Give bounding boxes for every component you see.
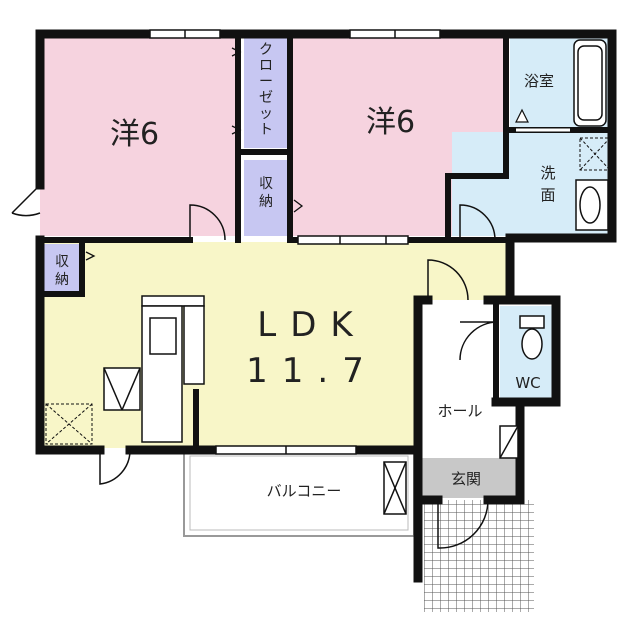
- bathroom-door-marker: [515, 108, 529, 123]
- svg-text:ー: ー: [259, 74, 273, 90]
- svg-text:収: 収: [55, 254, 69, 270]
- toilet-icon: [519, 315, 545, 360]
- ldk-label: LDK: [257, 305, 366, 345]
- closet-floor: [244, 36, 288, 148]
- svg-text:収: 収: [259, 176, 273, 192]
- western-room-left-label: 洋6: [110, 117, 159, 152]
- closet-label: ク ロ ー ゼ ッ ト: [259, 42, 273, 138]
- closet-door-markers: [85, 47, 304, 261]
- entrance-floor: [418, 458, 518, 498]
- shoe-cabinet-icon: [499, 425, 519, 459]
- western-room-right-label: 洋6: [366, 105, 415, 140]
- wash-basin-icon: [575, 179, 609, 231]
- outdoor-unit-icon: [383, 461, 407, 515]
- windows: [149, 29, 441, 455]
- storage-box-icon: [45, 403, 93, 445]
- svg-text:ク: ク: [259, 42, 273, 58]
- hall-label: ホール: [437, 402, 482, 420]
- bathroom-label: 浴室: [524, 72, 554, 90]
- toilet-label: WC: [515, 374, 540, 392]
- refrigerator-space-icon: [103, 367, 141, 411]
- svg-text:洗: 洗: [540, 164, 555, 182]
- balcony-label: バルコニー: [267, 482, 342, 500]
- balcony-inner: [189, 455, 409, 531]
- svg-text:面: 面: [540, 186, 555, 204]
- ldk-size-label: 11.7: [246, 351, 378, 391]
- washing-machine-space-icon: [579, 137, 611, 171]
- bathtub-icon: [573, 39, 607, 127]
- washroom-label: 洗 面: [540, 164, 555, 204]
- storage-ldk-label: 収 納: [55, 254, 69, 288]
- svg-text:納: 納: [259, 194, 273, 210]
- doors: [11, 184, 499, 549]
- kitchen-counter: [141, 295, 205, 443]
- entrance-label: 玄関: [451, 470, 481, 488]
- svg-text:ト: ト: [259, 122, 273, 138]
- porch-tiles: [424, 500, 534, 612]
- storage-center-label: 収 納: [259, 176, 273, 210]
- svg-text:ゼ: ゼ: [259, 90, 273, 106]
- storage-ldk-floor: [44, 244, 82, 292]
- western-room-left-floor: [40, 36, 238, 236]
- storage-center-floor: [244, 160, 288, 236]
- svg-text:ロ: ロ: [259, 58, 273, 74]
- svg-text:ッ: ッ: [259, 106, 273, 122]
- svg-text:納: 納: [55, 272, 69, 288]
